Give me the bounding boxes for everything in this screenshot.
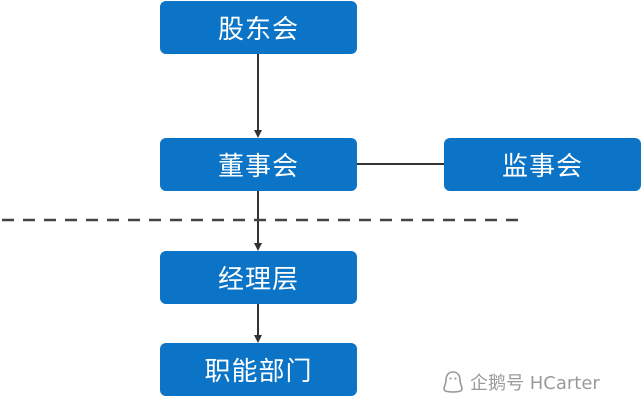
node-label: 经理层 xyxy=(217,265,299,295)
node-label: 董事会 xyxy=(217,152,299,182)
node-shareholders: 股东会 xyxy=(160,1,357,54)
penguin-logo-icon xyxy=(443,371,463,393)
node-departments: 职能部门 xyxy=(160,343,357,396)
node-label: 职能部门 xyxy=(204,357,313,387)
node-supervisors: 监事会 xyxy=(444,138,641,191)
node-label: 监事会 xyxy=(501,152,583,182)
node-board: 董事会 xyxy=(160,138,357,191)
node-label: 股东会 xyxy=(217,15,299,45)
node-managers: 经理层 xyxy=(160,251,357,304)
watermark: 企鹅号 HCarter xyxy=(442,368,600,396)
watermark-text: 企鹅号 HCarter xyxy=(470,373,600,394)
